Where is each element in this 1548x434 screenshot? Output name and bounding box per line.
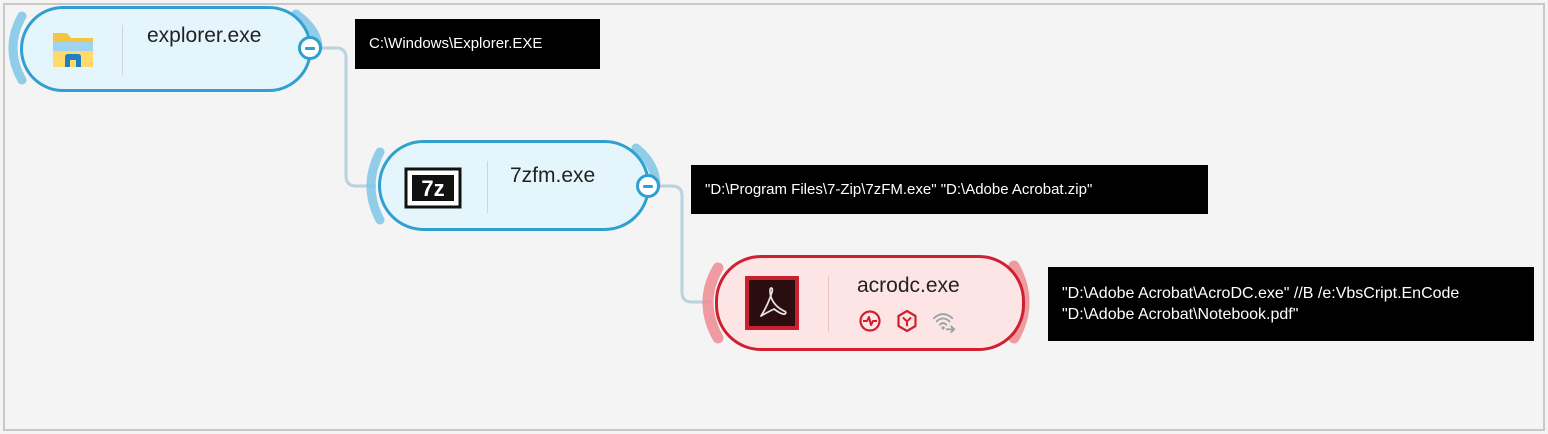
process-name: 7zfm.exe — [510, 164, 596, 187]
node-divider — [122, 25, 123, 75]
collapse-button-7zfm[interactable] — [636, 174, 660, 198]
folder-icon — [49, 27, 97, 71]
minus-icon — [305, 46, 315, 50]
7zip-icon: 7z — [404, 167, 462, 209]
activity-icon[interactable] — [858, 309, 882, 333]
process-node-acrodc[interactable]: acrodc.exe — [715, 255, 1025, 351]
node-divider — [487, 161, 488, 213]
network-wifi-icon[interactable] — [932, 309, 956, 333]
process-name: acrodc.exe — [857, 274, 960, 297]
command-line-tooltip-7zfm: "D:\Program Files\7-Zip\7zFM.exe" "D:\Ad… — [691, 165, 1208, 214]
7zip-icon-text: 7z — [421, 176, 444, 201]
adobe-acrobat-icon — [744, 275, 800, 331]
threat-badges — [858, 309, 956, 333]
process-node-7zfm[interactable]: 7z 7zfm.exe — [378, 140, 650, 231]
command-line-tooltip-explorer: C:\Windows\Explorer.EXE — [355, 19, 600, 69]
command-line-text-line-2: "D:\Adobe Acrobat\Notebook.pdf" — [1062, 306, 1299, 323]
command-line-tooltip-acrodc: "D:\Adobe Acrobat\AcroDC.exe" //B /e:Vbs… — [1048, 267, 1534, 341]
hexagon-alert-icon[interactable] — [895, 309, 919, 333]
process-node-explorer[interactable]: explorer.exe — [20, 6, 312, 92]
command-line-text: C:\Windows\Explorer.EXE — [369, 35, 543, 52]
process-name: explorer.exe — [147, 24, 262, 47]
minus-icon — [643, 184, 653, 188]
command-line-text: "D:\Program Files\7-Zip\7zFM.exe" "D:\Ad… — [705, 180, 1093, 198]
command-line-text-line-1: "D:\Adobe Acrobat\AcroDC.exe" //B /e:Vbs… — [1062, 285, 1460, 302]
collapse-button-explorer[interactable] — [298, 36, 322, 60]
node-divider — [828, 276, 829, 332]
